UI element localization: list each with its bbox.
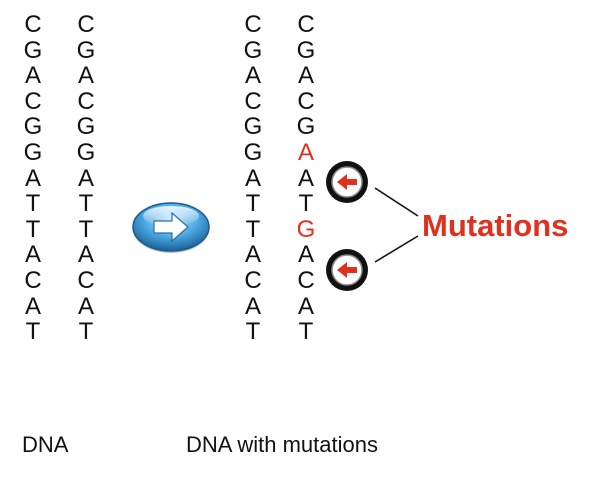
dna-base: G: [243, 113, 263, 141]
dna-base: C: [24, 11, 42, 38]
mutated-base: G: [296, 215, 316, 243]
dna-base: A: [297, 164, 314, 192]
dna-base: A: [24, 241, 41, 269]
dna-base: A: [24, 164, 41, 192]
dna-base: G: [76, 36, 96, 64]
dna-base: T: [298, 190, 314, 218]
dna-base: C: [244, 266, 262, 294]
left-arrow-icon: [326, 161, 368, 203]
dna-base: T: [78, 215, 94, 243]
pointer-line-bottom: [374, 235, 419, 263]
dna-base: T: [25, 190, 41, 218]
dna-base: T: [78, 318, 94, 346]
left-arrow-icon: [326, 249, 368, 291]
dna-base: G: [296, 36, 316, 64]
dna-base: C: [244, 87, 262, 115]
mutations-label: Mutations: [422, 208, 569, 243]
dna-base: C: [297, 266, 315, 294]
dna-base: G: [296, 113, 316, 141]
dna-base: G: [243, 36, 263, 64]
dna-base: T: [25, 318, 41, 346]
dna-base: C: [77, 11, 95, 38]
dna-base: A: [244, 62, 261, 90]
dna-base: A: [297, 62, 314, 90]
mutated-dna-caption: DNA with mutations: [186, 432, 378, 457]
dna-base: G: [76, 138, 96, 166]
dna-base: A: [24, 292, 41, 320]
mutated-base: A: [297, 138, 314, 166]
dna-base: C: [77, 266, 95, 294]
dna-base: C: [77, 87, 95, 115]
dna-base: C: [244, 11, 262, 38]
pointer-line-top: [374, 187, 419, 217]
dna-base: T: [25, 215, 41, 243]
dna-base: A: [77, 241, 94, 269]
dna-base: T: [245, 318, 261, 346]
dna-base: A: [244, 164, 261, 192]
dna-base: T: [245, 215, 261, 243]
dna-base: A: [297, 241, 314, 269]
right-arrow-icon: [132, 202, 210, 253]
dna-base: C: [24, 266, 42, 294]
dna-base: G: [23, 36, 43, 64]
dna-base: T: [245, 190, 261, 218]
dna-base: A: [244, 292, 261, 320]
dna-base: G: [23, 138, 43, 166]
dna-base: A: [77, 292, 94, 320]
dna-base: A: [77, 62, 94, 90]
dna-base: A: [244, 241, 261, 269]
dna-base: T: [78, 190, 94, 218]
dna-base: G: [76, 113, 96, 141]
dna-base: A: [77, 164, 94, 192]
dna-base: G: [23, 113, 43, 141]
dna-caption: DNA: [22, 432, 69, 457]
dna-base: C: [24, 87, 42, 115]
dna-base: A: [24, 62, 41, 90]
dna-base: A: [297, 292, 314, 320]
dna-base: C: [297, 87, 315, 115]
dna-base: T: [298, 318, 314, 346]
dna-base: G: [243, 138, 263, 166]
dna-base: C: [297, 11, 315, 38]
